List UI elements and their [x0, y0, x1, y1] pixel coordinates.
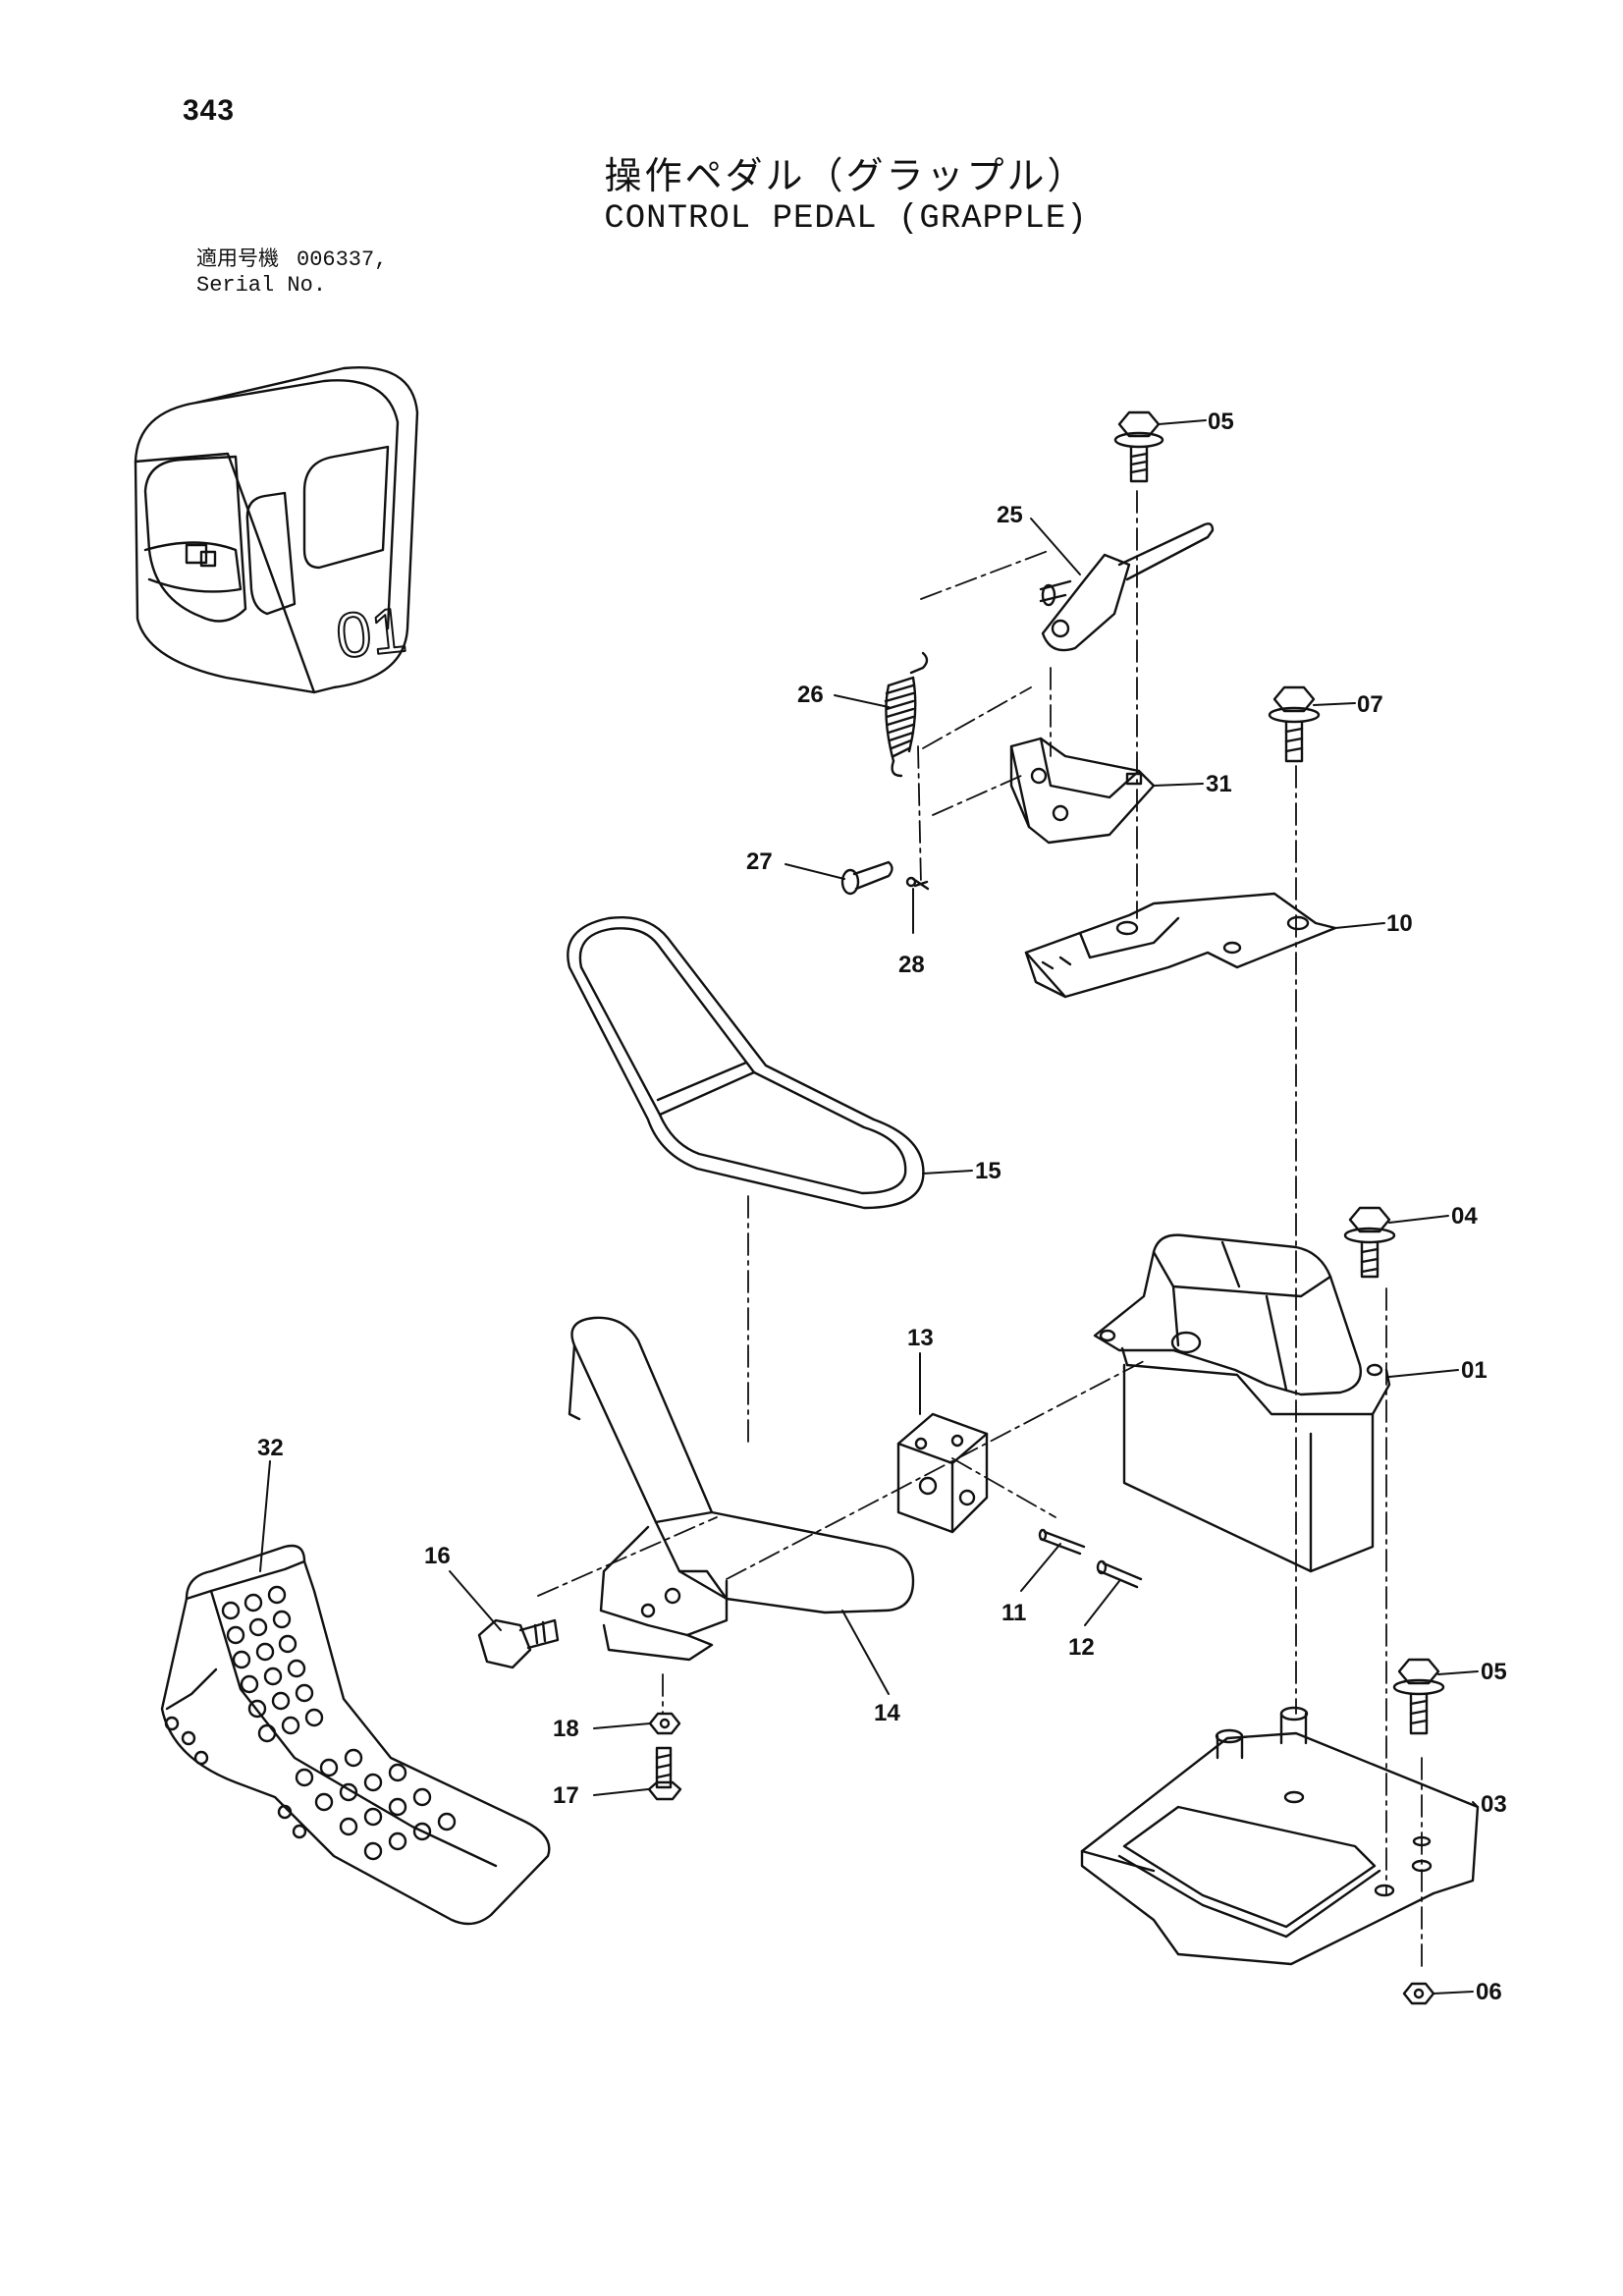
block-13: [896, 1412, 989, 1534]
part-label-16: 16: [424, 1543, 451, 1569]
page-number: 343: [183, 94, 236, 127]
part-label-28: 28: [898, 952, 925, 978]
lever-arm-25: [1039, 522, 1215, 652]
bolt-16: [477, 1618, 560, 1669]
serial-label-en: Serial No.: [196, 273, 327, 298]
serial-value: 006337,: [297, 247, 388, 272]
pin-27: [840, 860, 893, 896]
part-label-31: 31: [1206, 771, 1232, 797]
title-japanese: 操作ペダル（グラップル）: [604, 154, 1088, 197]
part-label-27: 27: [746, 848, 773, 875]
part-number-labels: 05 25 07 26 31 27 28 10 15 04 13 01 32 1…: [257, 409, 1507, 2005]
pilot-valve-01: [1093, 1233, 1391, 1573]
bracket-31: [1009, 737, 1156, 845]
assembly-axis-lines: [537, 490, 1423, 1967]
part-label-01: 01: [1461, 1357, 1488, 1384]
part-label-07: 07: [1357, 691, 1383, 718]
pin-11: [1038, 1528, 1086, 1556]
bolt-05-top: [1113, 410, 1164, 483]
part-label-05-top: 05: [1208, 409, 1234, 435]
part-label-18: 18: [553, 1716, 579, 1742]
part-label-10: 10: [1386, 910, 1413, 937]
nut-18: [648, 1712, 681, 1735]
title-english: CONTROL PEDAL (GRAPPLE): [604, 200, 1088, 238]
foot-pad-32: [160, 1544, 551, 1926]
part-label-03: 03: [1481, 1791, 1507, 1818]
part-label-32: 32: [257, 1435, 284, 1461]
part-label-13: 13: [907, 1325, 934, 1351]
plate-10: [1024, 892, 1337, 999]
bolt-04: [1343, 1206, 1396, 1279]
base-plate-03: [1080, 1706, 1480, 1966]
bolt-17: [647, 1746, 682, 1801]
cotter-pin-28: [905, 876, 930, 891]
nut-06: [1402, 1982, 1435, 2005]
pin-12: [1096, 1559, 1143, 1589]
part-label-06: 06: [1476, 1979, 1502, 2005]
part-label-11: 11: [1001, 1600, 1026, 1626]
cab-marker: 01: [333, 594, 409, 672]
pedal-cover-15: [567, 916, 925, 1210]
leader-lines: [259, 419, 1479, 1995]
part-label-25: 25: [997, 502, 1023, 528]
pedal-arm-14: [568, 1316, 915, 1662]
part-label-04: 04: [1451, 1203, 1478, 1230]
part-label-15: 15: [975, 1158, 1001, 1184]
part-label-26: 26: [797, 682, 824, 708]
part-label-17: 17: [553, 1782, 579, 1809]
bolt-07: [1268, 685, 1321, 763]
cab-location-icon: 01: [134, 366, 419, 694]
return-spring-26: [884, 651, 929, 778]
part-label-14: 14: [874, 1700, 900, 1726]
bolt-05-bottom: [1392, 1658, 1445, 1735]
serial-info: 適用号機 006337, Serial No.: [196, 246, 387, 299]
serial-label-jp: 適用号機: [196, 246, 279, 270]
part-label-12: 12: [1068, 1634, 1095, 1661]
part-label-05-bottom: 05: [1481, 1659, 1507, 1685]
